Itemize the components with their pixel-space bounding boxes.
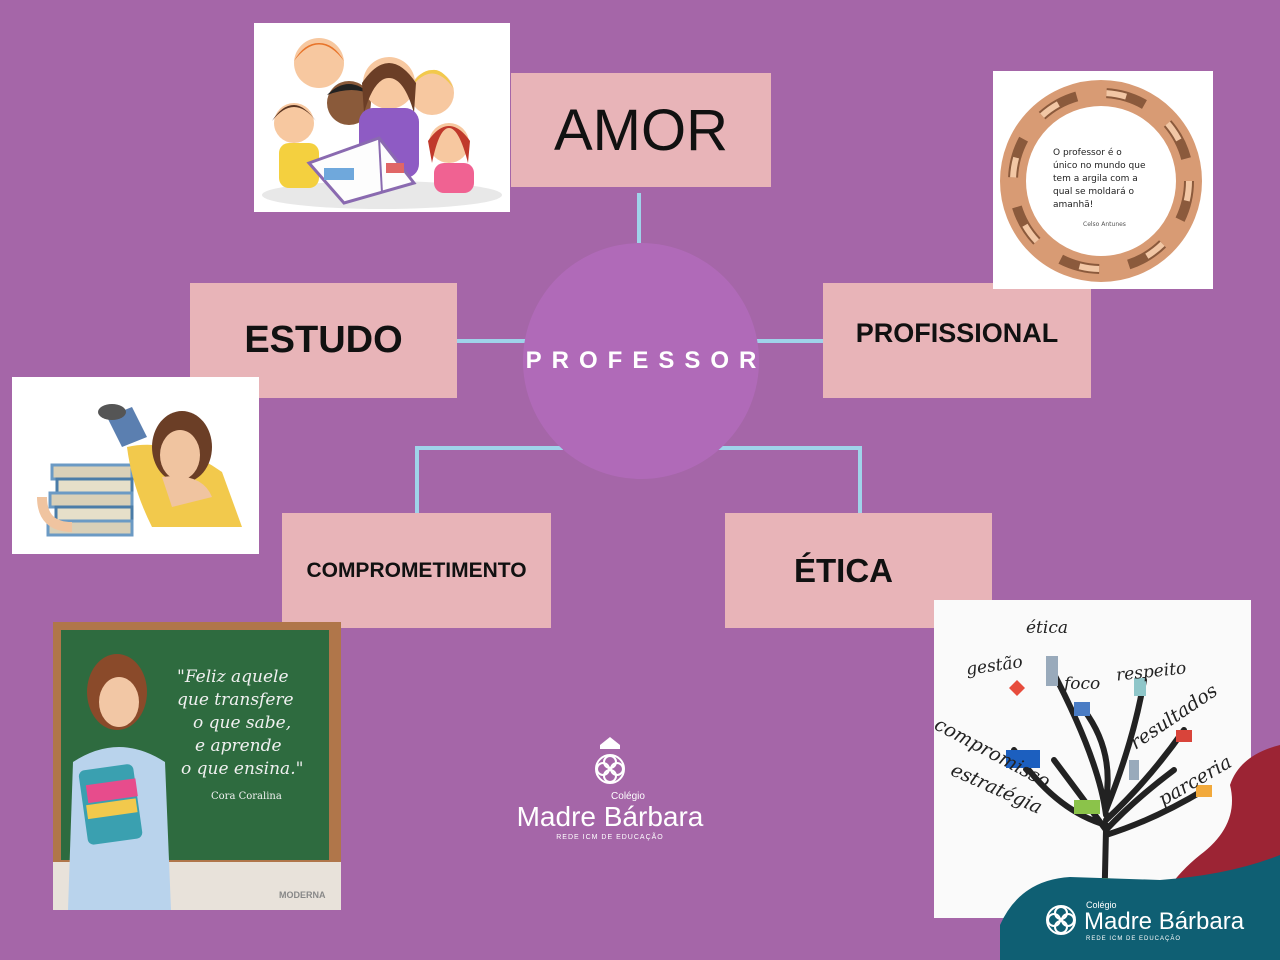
hands-circle-illustration bbox=[1000, 80, 1202, 282]
connector-amor bbox=[637, 193, 641, 243]
center-logo-tagline: REDE ICM DE EDUCAÇÃO bbox=[556, 834, 664, 841]
node-comprometimento-label: COMPROMETIMENTO bbox=[306, 558, 527, 582]
hands-quote-author: Celso Antunes bbox=[1083, 221, 1126, 228]
connector-etica-h bbox=[718, 446, 862, 450]
node-profissional: PROFISSIONAL bbox=[823, 283, 1091, 398]
tree-word-gestao: gestão bbox=[964, 652, 1024, 680]
tree-word-foco: foco bbox=[1064, 674, 1101, 694]
hands-quote-line3: tem a argila com a bbox=[1053, 174, 1138, 184]
corner-logo-small: Colégio bbox=[1086, 900, 1117, 910]
chalkboard-author: Cora Coralina bbox=[211, 791, 282, 802]
teacher-figure-illustration bbox=[68, 654, 171, 910]
chalkboard-line2: que transfere bbox=[177, 690, 294, 710]
hands-quote-line4: qual se moldará o bbox=[1053, 187, 1134, 197]
node-profissional-label: PROFISSIONAL bbox=[855, 318, 1059, 348]
corner-logo: Colégio Madre Bárbara REDE ICM DE EDUCAÇ… bbox=[1040, 898, 1270, 954]
corner-logo-tagline: REDE ICM DE EDUCAÇÃO bbox=[1086, 936, 1182, 942]
node-comprometimento: COMPROMETIMENTO bbox=[282, 513, 551, 628]
connector-profissional bbox=[757, 339, 823, 343]
hands-quote-line1: O professor é o bbox=[1053, 148, 1122, 158]
tree-word-resultados: resultados bbox=[1125, 679, 1222, 755]
moderna-brand: MODERNA bbox=[279, 890, 326, 900]
teacher-reading-illustration bbox=[262, 38, 502, 209]
center-label: PROFESSOR bbox=[525, 347, 767, 374]
center-logo-small: Colégio bbox=[611, 791, 645, 802]
chalkboard-line3: o que sabe, bbox=[193, 713, 292, 733]
corner-decoration bbox=[1000, 745, 1280, 960]
node-amor-label: AMOR bbox=[554, 97, 728, 163]
center-logo: Colégio Madre Bárbara REDE ICM DE EDUCAÇ… bbox=[500, 735, 720, 855]
teacher-reading-children-image bbox=[254, 23, 510, 212]
center-logo-name: Madre Bárbara bbox=[516, 801, 704, 832]
corner-logo-name: Madre Bárbara bbox=[1084, 908, 1245, 935]
chalkboard-line5: o que ensina." bbox=[181, 759, 304, 779]
student-with-books-image bbox=[12, 377, 259, 554]
node-estudo-label: ESTUDO bbox=[244, 319, 403, 361]
center-circle: PROFESSOR bbox=[523, 243, 759, 479]
corner-emblem-icon bbox=[1046, 905, 1076, 935]
hands-quote-line2: único no mundo que bbox=[1053, 161, 1146, 171]
connector-etica-v bbox=[858, 446, 862, 514]
connector-estudo bbox=[457, 339, 527, 343]
connector-comprometimento-v bbox=[415, 446, 419, 514]
tree-word-etica: ética bbox=[1026, 618, 1068, 638]
chalkboard-text: "Feliz aquele que transfere o que sabe, … bbox=[177, 666, 327, 808]
node-amor: AMOR bbox=[511, 73, 771, 187]
student-books-illustration bbox=[37, 404, 242, 537]
hands-quote-line5: amanhã! bbox=[1053, 200, 1094, 210]
madre-barbara-emblem-icon bbox=[595, 737, 625, 784]
node-etica-label: ÉTICA bbox=[794, 551, 893, 589]
tree-word-respeito: respeito bbox=[1115, 658, 1188, 686]
hands-circle-quote-image: O professor é o único no mundo que tem a… bbox=[993, 71, 1213, 289]
chalkboard-line1: "Feliz aquele bbox=[177, 667, 289, 687]
teacher-chalkboard-image: "Feliz aquele que transfere o que sabe, … bbox=[53, 622, 341, 910]
chalkboard-line4: e aprende bbox=[195, 736, 282, 756]
connector-comprometimento-h bbox=[415, 446, 563, 450]
